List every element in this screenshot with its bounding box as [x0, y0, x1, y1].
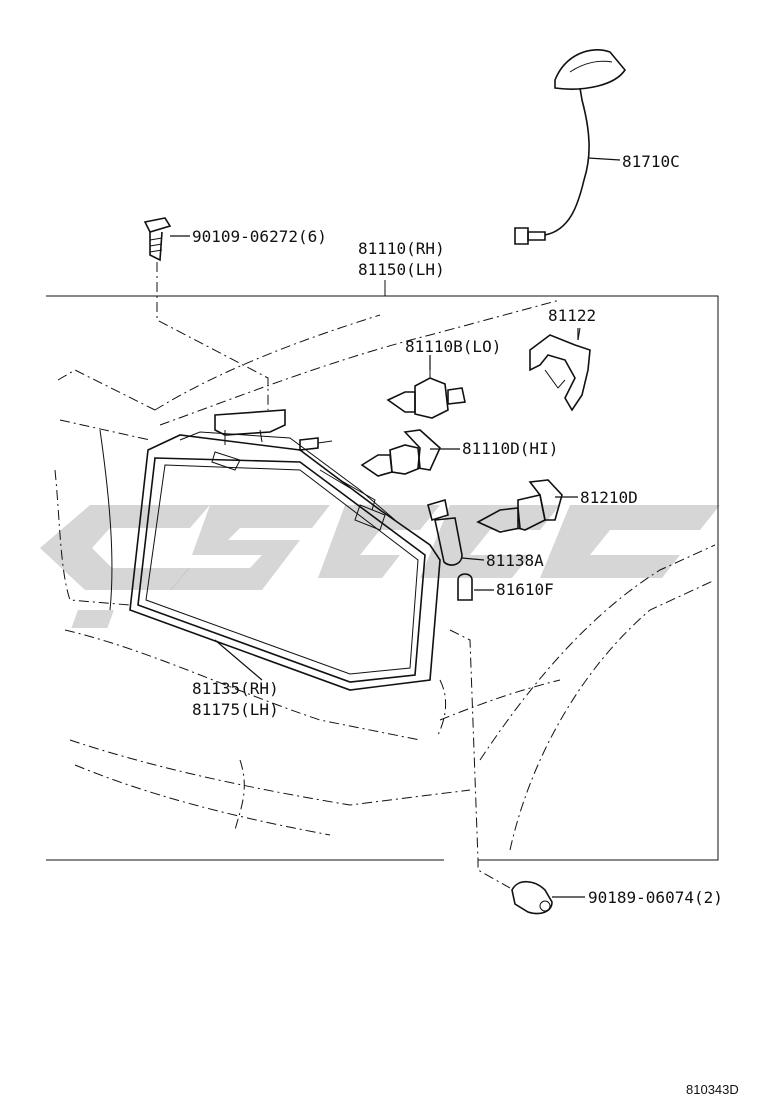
label-lens-lh: 81175(LH) — [192, 700, 279, 719]
label-cap: 90189-06074(2) — [588, 888, 723, 907]
label-antenna: 81710C — [622, 152, 680, 171]
label-socket: 81138A — [486, 551, 544, 570]
assembly-frame — [46, 295, 719, 861]
headlamp-housing — [129, 409, 441, 691]
label-retainer: 81122 — [548, 306, 596, 325]
label-high-beam: 81110D(HI) — [462, 439, 558, 458]
vehicle-body-outline — [54, 299, 716, 851]
watermark-logo — [40, 505, 720, 628]
label-headlamp-rh: 81110(RH) — [358, 239, 445, 258]
label-low-beam: 81110B(LO) — [405, 337, 501, 356]
label-bolt: 90109-06272(6) — [192, 227, 327, 246]
bulb-retainer-icon — [529, 327, 591, 412]
label-lens-rh: 81135(RH) — [192, 679, 279, 698]
small-bulb-icon — [457, 573, 473, 601]
bolt-icon — [143, 217, 172, 262]
label-headlamp-lh: 81150(LH) — [358, 260, 445, 279]
label-fog-bulb: 81210D — [580, 488, 638, 507]
fog-bulb-icon — [476, 479, 563, 533]
label-small-bulb: 81610F — [496, 580, 554, 599]
cap-leader — [449, 629, 511, 889]
socket-cap-icon — [511, 880, 553, 915]
lens-leader-line — [214, 639, 263, 681]
antenna-icon — [514, 49, 626, 245]
low-beam-bulb-icon — [386, 370, 466, 419]
bolt-leader — [156, 262, 269, 410]
diagram-code: 810343D — [686, 1082, 739, 1097]
antenna-leader-line — [587, 157, 621, 161]
high-beam-bulb-icon — [360, 429, 441, 477]
bulb-socket-icon — [427, 498, 463, 566]
socket-leader-line — [461, 557, 485, 561]
